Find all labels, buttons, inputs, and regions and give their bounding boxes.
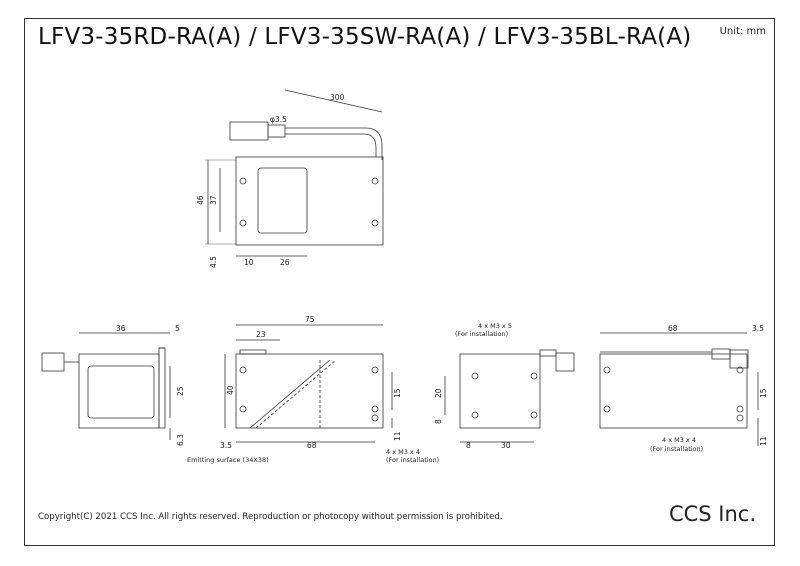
- dim-offset-bottom: 4.5: [209, 256, 218, 268]
- dim-back-lower: 11: [759, 436, 768, 446]
- emitting-surface: [249, 359, 331, 429]
- dim-window-width: 26: [280, 258, 290, 267]
- front-screw-note: 4 x M3 x 4: [386, 448, 420, 456]
- left-view-window: [87, 365, 155, 419]
- dim-front-span: 68: [307, 441, 317, 450]
- back-view: [599, 332, 759, 446]
- company-name: CCS Inc.: [668, 502, 756, 526]
- dim-front-length: 75: [305, 315, 315, 324]
- dim-back-upper: 15: [759, 388, 768, 398]
- mount-hole: [239, 366, 247, 374]
- dim-right-left: 8: [466, 441, 471, 450]
- back-view-body: [599, 353, 748, 429]
- top-view: [205, 89, 384, 257]
- dim-back-length: 68: [668, 324, 678, 333]
- right-screw-note-2: (For installation): [455, 330, 508, 338]
- dim-right-height: 20: [434, 388, 443, 398]
- dim-cable-length: 300: [330, 93, 345, 102]
- front-screw-note-2: (For installation): [386, 456, 439, 464]
- dim-front-height: 40: [226, 385, 235, 395]
- connector: [41, 352, 65, 372]
- top-view-window: [257, 167, 308, 234]
- cable: [285, 127, 383, 160]
- dim-height-inner: 37: [209, 195, 218, 205]
- dim-left-bottom: 6.3: [176, 434, 185, 446]
- left-side-view: [41, 332, 171, 440]
- front-view: [224, 324, 393, 443]
- dim-front-23: 23: [256, 330, 266, 339]
- dim-cable-diameter: φ3.5: [270, 115, 287, 124]
- dim-offset-left: 10: [244, 258, 254, 267]
- connector: [555, 352, 575, 372]
- copyright-notice: Copyright(C) 2021 CCS Inc. All rights re…: [38, 512, 503, 522]
- connector: [229, 121, 269, 141]
- dim-front-upper: 15: [393, 388, 402, 398]
- mount-hole: [371, 177, 379, 185]
- mount-hole: [371, 219, 379, 227]
- dim-front-margin: 3.5: [220, 441, 232, 450]
- dim-front-lower: 11: [393, 431, 402, 441]
- right-side-view: [444, 349, 575, 443]
- drawing-frame: [24, 18, 775, 546]
- right-screw-note: 4 x M3 x 5: [478, 322, 512, 330]
- right-view-body: [459, 353, 541, 429]
- dim-left-flange: 5: [175, 324, 180, 333]
- dim-right-lower: 8: [434, 419, 443, 424]
- top-view-body: [235, 156, 384, 246]
- left-view-body: [78, 353, 160, 429]
- front-view-body: [235, 353, 384, 429]
- back-screw-note-2: (For installation): [650, 445, 703, 453]
- drawing-title: LFV3-35RD-RA(A) / LFV3-35SW-RA(A) / LFV3…: [38, 24, 692, 50]
- dim-left-width: 36: [116, 324, 126, 333]
- dim-back-flange: 3.5: [752, 324, 764, 333]
- dim-height-outer: 46: [196, 195, 205, 205]
- dim-left-window: 25: [176, 386, 185, 396]
- back-screw-note: 4 x M3 x 4: [662, 436, 696, 444]
- dim-right-span: 30: [501, 441, 511, 450]
- unit-label: Unit: mm: [719, 26, 766, 37]
- mount-hole: [239, 177, 247, 185]
- mount-hole: [239, 219, 247, 227]
- dimension-line: [284, 89, 383, 113]
- emitting-surface-label: Emitting surface (34X38): [187, 456, 269, 464]
